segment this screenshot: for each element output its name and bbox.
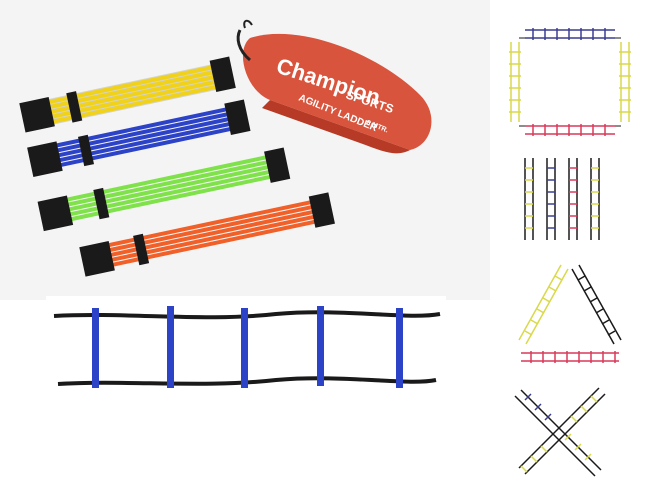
x-layout-diagram	[514, 387, 606, 477]
flat-ladder-illustration	[53, 306, 441, 388]
carry-bag: Champion SPORTS AGILITY LADDER 8 MTR.	[236, 19, 432, 154]
yellow-ladder-bundle	[19, 56, 236, 133]
product-photo: Champion SPORTS AGILITY LADDER 8 MTR.	[0, 0, 490, 300]
green-ladder-bundle	[37, 147, 291, 232]
parallel-layout-diagram	[524, 158, 600, 240]
layout-diagrams	[495, 0, 648, 503]
ladder-bundles-illustration: Champion SPORTS AGILITY LADDER 8 MTR.	[19, 19, 432, 277]
flat-ladder-photo	[46, 296, 446, 406]
orange-ladder-bundle	[79, 192, 335, 277]
blue-ladder-bundle	[27, 99, 251, 177]
triangle-layout-diagram	[518, 264, 622, 363]
square-layout-diagram	[509, 28, 631, 136]
layout-diagrams-svg	[509, 28, 631, 477]
